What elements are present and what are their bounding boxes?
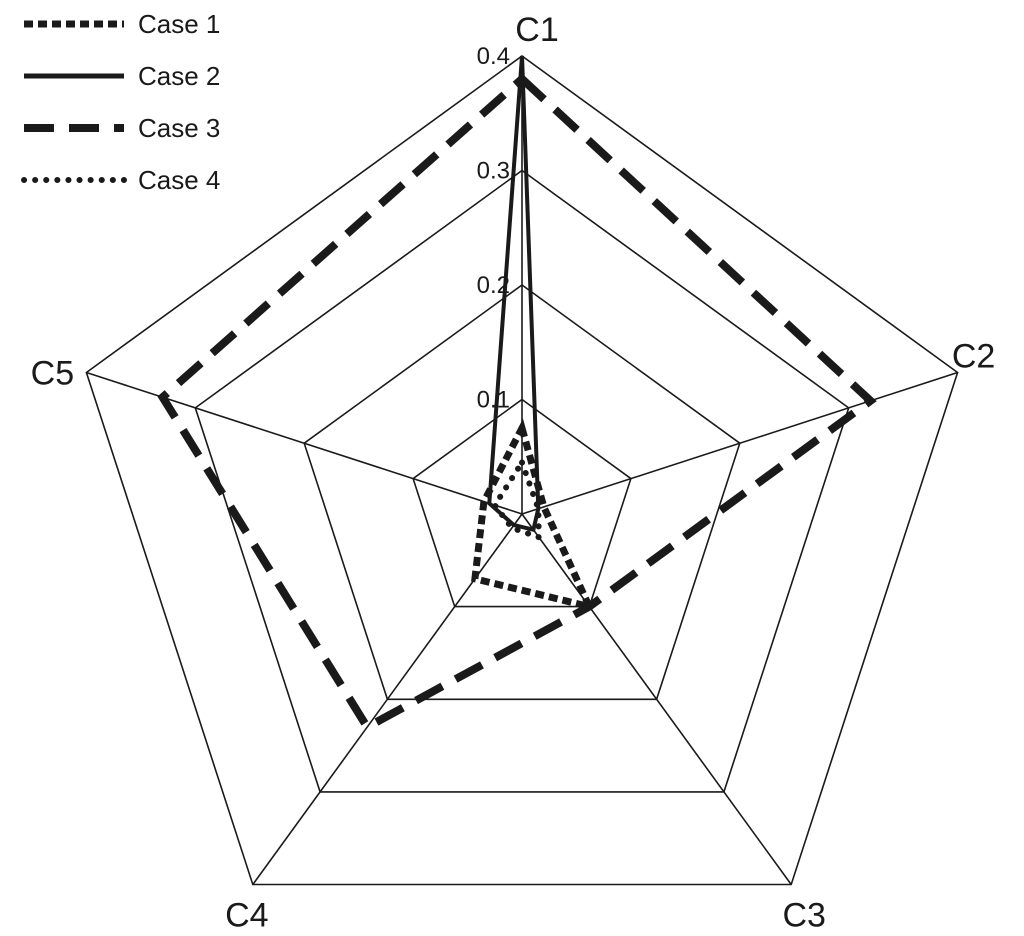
legend: Case 1 Case 2 Case 3 Case 4 [21,9,220,195]
tick-label: 0.2 [477,272,510,299]
grid-spoke [521,513,792,885]
grid-ring [194,169,850,793]
series-line-case-2 [487,55,541,533]
axis-label-c5: C5 [31,355,74,393]
legend-label: Case 2 [138,61,220,91]
grid-ring [412,398,632,608]
tick-label: 0.1 [477,387,510,414]
legend-label: Case 1 [138,9,220,39]
legend-label: Case 4 [138,165,220,195]
tick-label: 0.4 [477,43,510,70]
grid-spoke [86,371,523,515]
axis-label-c1: C1 [515,11,558,49]
grid-ring [303,284,741,701]
grid-spoke [521,371,958,515]
radar-grid [85,55,959,886]
series-line-case-4 [491,455,542,542]
series-line-case-3 [157,73,877,733]
tick-label: 0.3 [477,158,510,185]
legend-label: Case 3 [138,113,220,143]
grid-ring [85,55,959,886]
axis-label-c2: C2 [952,338,995,376]
radar-series [157,55,877,733]
axis-label-c3: C3 [782,897,825,935]
axis-label-c4: C4 [225,897,268,935]
